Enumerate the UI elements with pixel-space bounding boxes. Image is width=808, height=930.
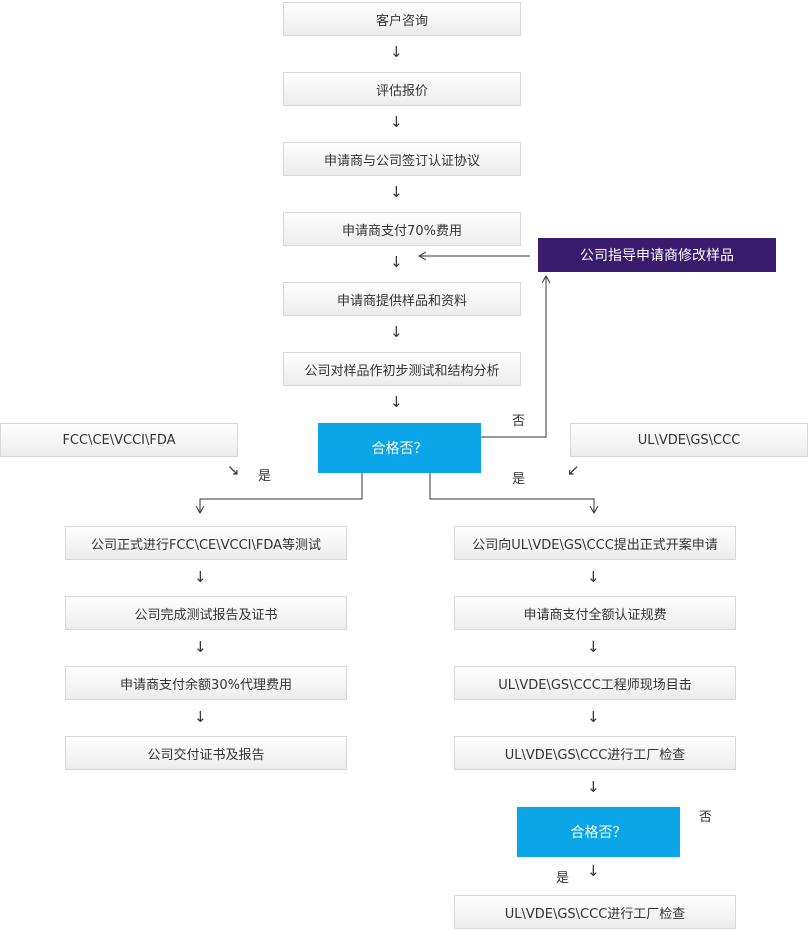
step-provide-samples: 申请商提供样品和资料 <box>283 282 521 316</box>
yes-label-right: 是 <box>512 472 526 487</box>
down-arrow-icon: ↓ <box>390 183 403 201</box>
step-quote: 评估报价 <box>283 72 521 106</box>
down-arrow-icon: ↓ <box>194 568 207 586</box>
no-label-2: 否 <box>699 810 713 825</box>
left-step-deliver: 公司交付证书及报告 <box>65 736 347 770</box>
no-loop-line <box>481 274 551 438</box>
category-ul-vde-gs-ccc: UL\VDE\GS\CCC <box>570 423 808 457</box>
step-pay-70: 申请商支付70%费用 <box>283 212 521 246</box>
revise-samples-box: 公司指导申请商修改样品 <box>538 238 776 272</box>
down-arrow-icon: ↓ <box>194 708 207 726</box>
yes-label-left: 是 <box>258 469 272 484</box>
right-step-factory-check: UL\VDE\GS\CCC进行工厂检查 <box>454 736 736 770</box>
diagonal-arrow-icon: ↘ <box>227 461 240 479</box>
down-arrow-icon: ↓ <box>194 638 207 656</box>
down-arrow-icon: ↓ <box>587 568 600 586</box>
right-step-apply: 公司向UL\VDE\GS\CCC提出正式开案申请 <box>454 526 736 560</box>
right-step-pay-full: 申请商支付全额认证规费 <box>454 596 736 630</box>
down-arrow-icon: ↓ <box>587 638 600 656</box>
diagonal-arrow-icon: ↙ <box>567 461 580 479</box>
down-arrow-icon: ↓ <box>587 778 600 796</box>
down-arrow-icon: ↓ <box>390 43 403 61</box>
down-arrow-icon: ↓ <box>390 253 403 271</box>
down-arrow-icon: ↓ <box>390 323 403 341</box>
down-arrow-icon: ↓ <box>587 708 600 726</box>
step-sign-agreement: 申请商与公司签订认证协议 <box>283 142 521 176</box>
down-arrow-icon: ↓ <box>390 393 403 411</box>
right-branch-line <box>429 473 599 515</box>
right-step-witness: UL\VDE\GS\CCC工程师现场目击 <box>454 666 736 700</box>
step-preliminary-test: 公司对样品作初步测试和结构分析 <box>283 352 521 386</box>
down-arrow-icon: ↓ <box>587 862 600 880</box>
category-fcc-ce-vcci-fda: FCC\CE\VCCI\FDA <box>0 423 238 457</box>
decision-pass-2: 合格否？ <box>517 807 680 857</box>
step-customer-inquiry: 客户咨询 <box>283 2 521 36</box>
yes-label-2: 是 <box>556 871 570 886</box>
decision-pass-1: 合格否？ <box>318 423 481 473</box>
left-step-report: 公司完成测试报告及证书 <box>65 596 347 630</box>
down-arrow-icon: ↓ <box>390 113 403 131</box>
final-step-factory-check: UL\VDE\GS\CCC进行工厂检查 <box>454 895 736 929</box>
left-branch-line <box>195 473 363 515</box>
left-step-formal-test: 公司正式进行FCC\CE\VCCI\FDA等测试 <box>65 526 347 560</box>
no-label: 否 <box>512 414 526 429</box>
left-step-pay-30: 申请商支付余额30%代理费用 <box>65 666 347 700</box>
